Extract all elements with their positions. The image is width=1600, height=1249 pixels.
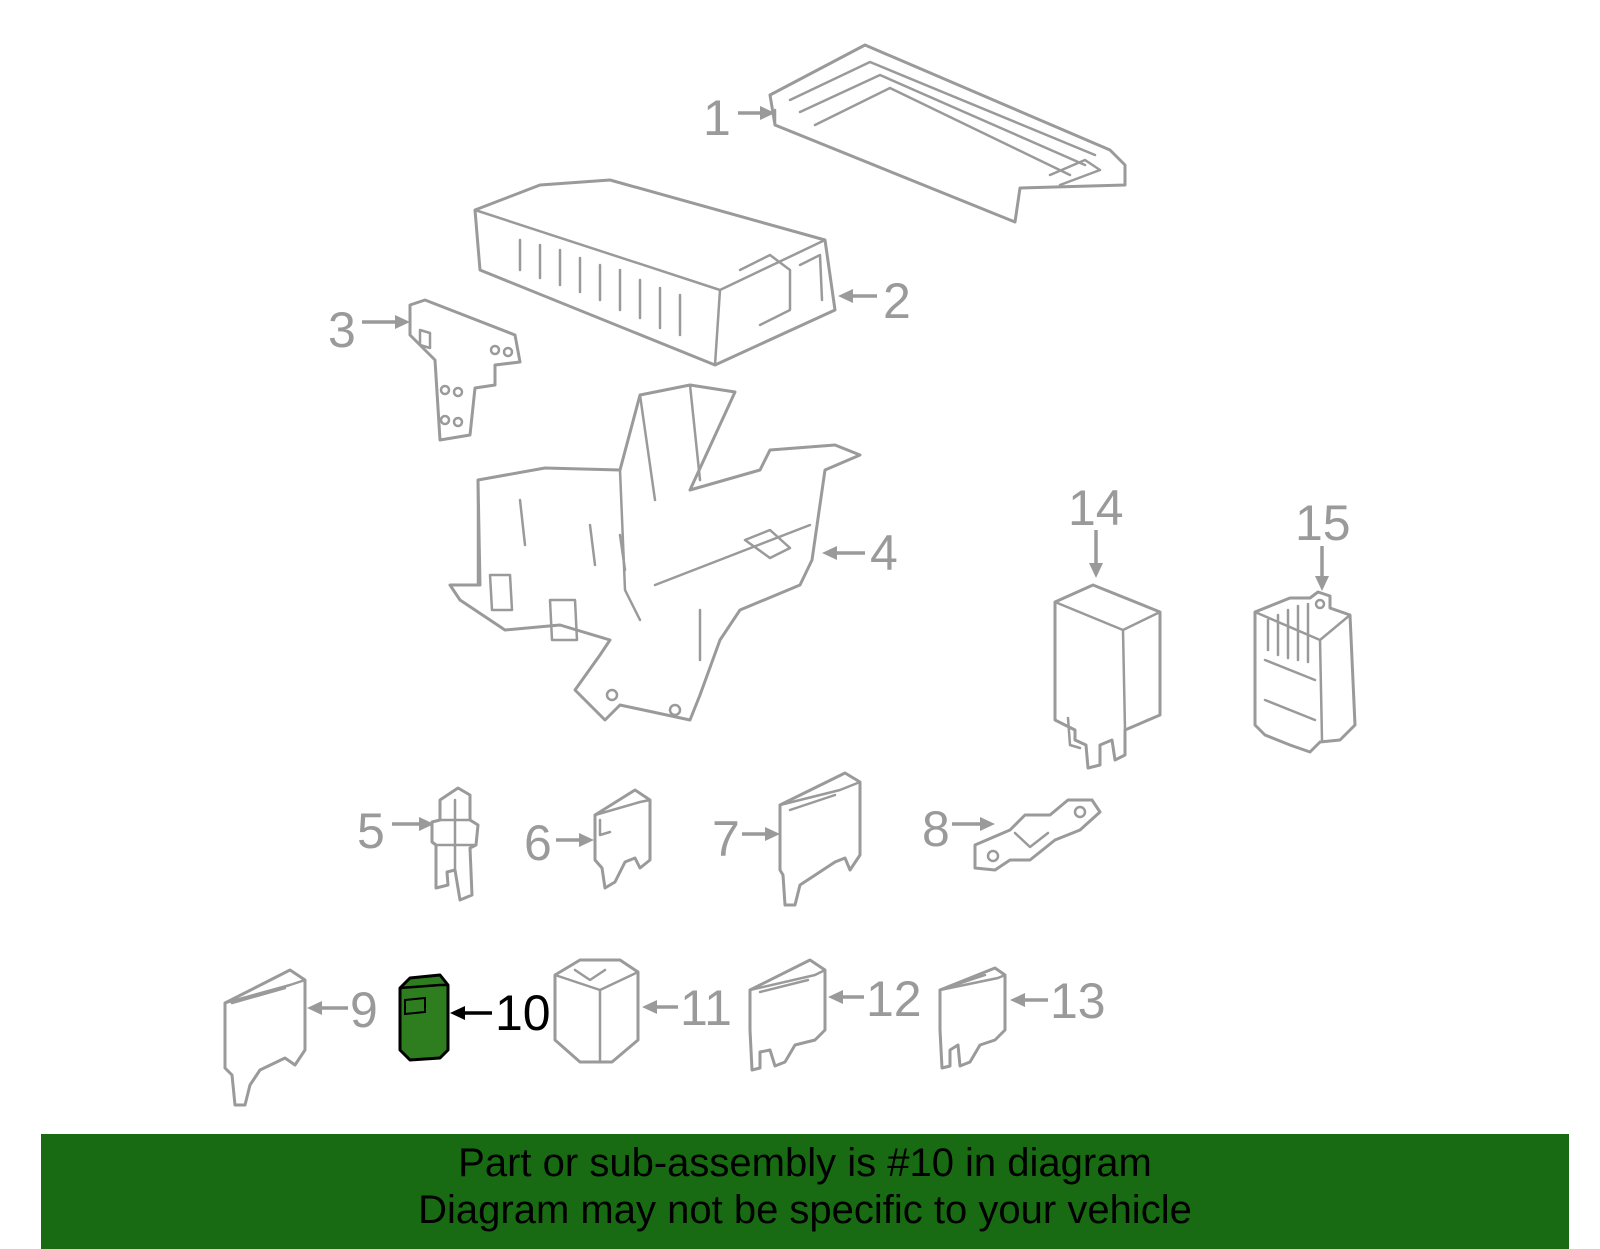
callout-10: 10 [450, 985, 551, 1041]
part-12-fuse[interactable] [748, 958, 827, 1072]
callout-14: 14 [1068, 480, 1124, 578]
info-banner: Part or sub-assembly is #10 in diagram D… [41, 1134, 1569, 1249]
callout-15: 15 [1295, 495, 1351, 591]
part-1-cover[interactable] [768, 43, 1127, 224]
svg-text:15: 15 [1295, 495, 1351, 551]
banner-line-2: Diagram may not be specific to your vehi… [418, 1188, 1192, 1232]
callout-12: 12 [828, 971, 922, 1027]
callout-11: 11 [642, 980, 732, 1036]
part-8-link-fuse[interactable] [973, 798, 1102, 872]
svg-text:6: 6 [524, 815, 552, 871]
part-3-bracket[interactable] [408, 298, 522, 442]
svg-text:4: 4 [870, 525, 898, 581]
callout-9: 9 [307, 982, 378, 1038]
part-11-relay[interactable] [553, 958, 640, 1064]
svg-text:14: 14 [1068, 480, 1124, 536]
svg-text:10: 10 [495, 985, 551, 1041]
svg-text:12: 12 [866, 971, 922, 1027]
part-4-base[interactable] [448, 383, 862, 722]
callout-6: 6 [524, 815, 594, 871]
svg-text:5: 5 [357, 803, 385, 859]
banner-line-1: Part or sub-assembly is #10 in diagram [458, 1141, 1152, 1185]
part-9-maxi-fuse[interactable] [223, 968, 307, 1107]
svg-text:9: 9 [350, 982, 378, 1038]
svg-text:13: 13 [1050, 973, 1106, 1029]
callout-2: 2 [838, 273, 911, 329]
svg-text:7: 7 [712, 811, 740, 867]
svg-text:1: 1 [703, 90, 731, 146]
svg-text:2: 2 [883, 273, 911, 329]
callout-1: 1 [703, 90, 775, 146]
callout-13: 13 [1010, 973, 1106, 1029]
callout-4: 4 [822, 525, 898, 581]
part-2-housing[interactable] [473, 178, 837, 367]
part-6-mini-fuse[interactable] [593, 788, 652, 890]
callout-5: 5 [357, 803, 434, 859]
part-10-highlighted[interactable] [398, 973, 450, 1062]
part-5-fuse-puller[interactable] [430, 786, 480, 902]
callout-3: 3 [328, 302, 410, 358]
callout-7: 7 [712, 811, 780, 867]
callout-8: 8 [922, 801, 995, 857]
part-7-fuse[interactable] [778, 771, 862, 907]
svg-text:3: 3 [328, 302, 356, 358]
part-13-fuse[interactable] [938, 966, 1007, 1070]
part-14-relay[interactable] [1053, 583, 1162, 770]
part-15-module[interactable] [1253, 590, 1357, 754]
svg-text:11: 11 [680, 980, 732, 1036]
svg-text:8: 8 [922, 801, 950, 857]
